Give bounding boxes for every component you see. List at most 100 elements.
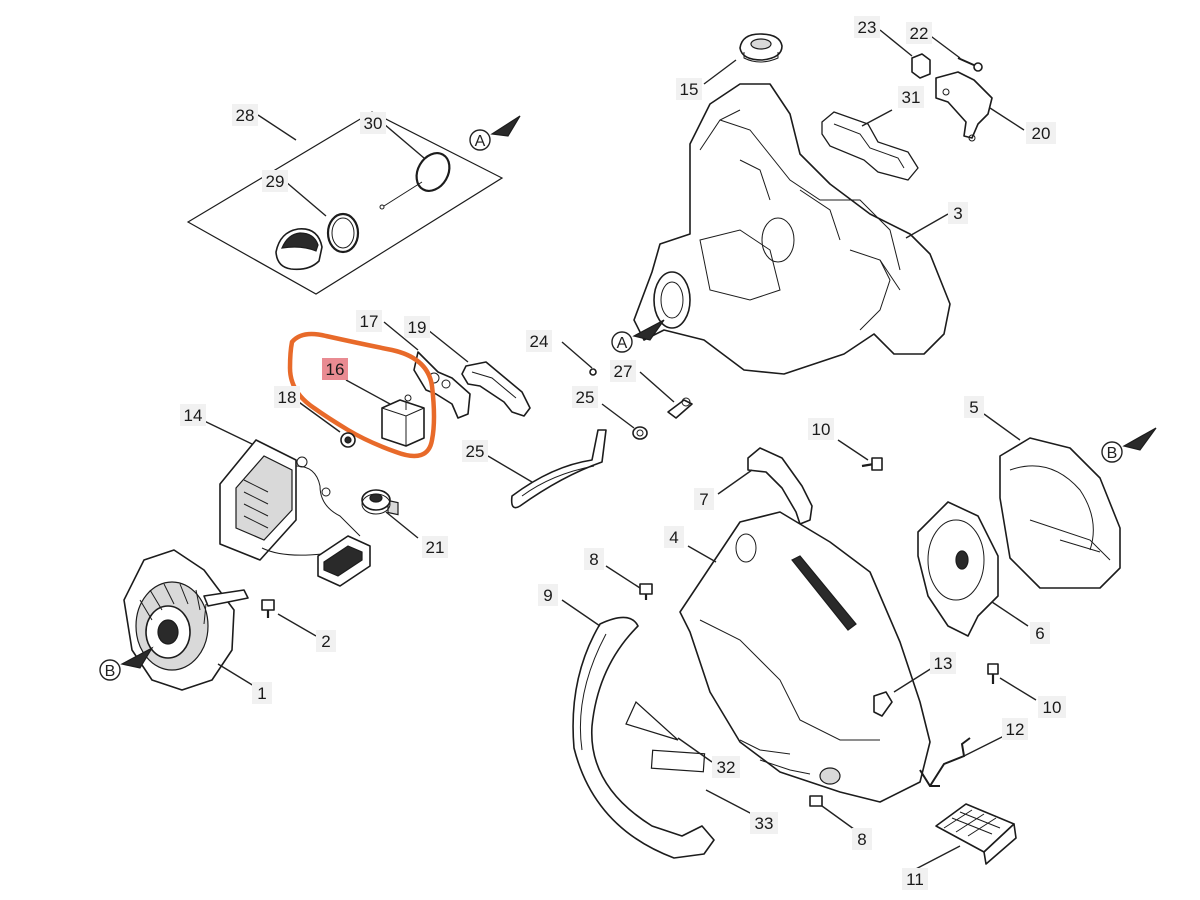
part-15-cap xyxy=(739,33,783,63)
svg-text:8: 8 xyxy=(857,830,866,849)
label-23: 23 xyxy=(854,16,880,38)
part-10-screw-upper xyxy=(861,457,883,471)
part-10-screw-lower xyxy=(987,663,999,684)
label-29: 29 xyxy=(262,170,288,192)
svg-text:33: 33 xyxy=(755,814,774,833)
label-17: 17 xyxy=(356,310,382,332)
label-4: 4 xyxy=(664,526,684,548)
part-33-decal xyxy=(650,749,706,773)
svg-text:16: 16 xyxy=(326,360,345,379)
label-15: 15 xyxy=(676,78,702,100)
svg-text:A: A xyxy=(617,335,628,352)
svg-text:25: 25 xyxy=(576,388,595,407)
label-3: 3 xyxy=(948,202,968,224)
part-24-screw xyxy=(589,368,597,376)
label-30: 30 xyxy=(360,112,386,134)
label-32: 32 xyxy=(712,756,740,778)
part-8-screw-upper xyxy=(639,583,653,600)
label-20: 20 xyxy=(1026,122,1056,144)
svg-text:15: 15 xyxy=(680,80,699,99)
svg-text:24: 24 xyxy=(530,332,549,351)
part-22-screw xyxy=(957,57,983,72)
svg-text:B: B xyxy=(105,663,116,680)
part-32-decal xyxy=(625,701,679,741)
label-31: 31 xyxy=(898,86,924,108)
part-3-main-housing xyxy=(633,83,951,375)
label-33: 33 xyxy=(750,812,778,834)
label-14: 14 xyxy=(180,404,206,426)
part-labels: 28 29 30 15 31 23 22 20 3 17 191819 16 1… xyxy=(180,16,1066,890)
label-18: 1818 xyxy=(274,386,300,408)
label-8-lower: 8 xyxy=(852,828,872,850)
label-9: 9 xyxy=(538,584,558,606)
part-11-filter xyxy=(935,803,1017,865)
kit-box-28 xyxy=(186,111,504,295)
label-21: 21 xyxy=(422,536,448,558)
leader-lines xyxy=(197,29,1037,873)
svg-text:13: 13 xyxy=(934,654,953,673)
part-oil-cap xyxy=(275,228,323,271)
svg-text:11: 11 xyxy=(906,870,924,889)
svg-text:31: 31 xyxy=(902,88,921,107)
svg-text:10: 10 xyxy=(1043,698,1062,717)
label-11: 11 xyxy=(902,868,928,890)
label-12: 12 xyxy=(1002,718,1028,740)
part-21-grommet xyxy=(361,489,391,515)
part-8-screw-lower xyxy=(809,795,823,807)
part-4-body xyxy=(679,511,931,803)
label-2: 2 xyxy=(316,630,336,652)
label-6: 6 xyxy=(1030,622,1050,644)
part-16-switch xyxy=(381,394,425,516)
svg-text:21: 21 xyxy=(426,538,445,557)
label-13: 13 xyxy=(930,652,956,674)
svg-text:5: 5 xyxy=(969,398,978,417)
label-22: 22 xyxy=(906,22,932,44)
part-17-lever xyxy=(413,351,471,419)
part-18-spring xyxy=(340,432,356,448)
part-30-clip xyxy=(379,152,451,210)
part-29-o-ring xyxy=(326,212,360,254)
svg-text:23: 23 xyxy=(858,18,877,37)
svg-text:18: 18 xyxy=(278,388,297,407)
label-5: 5 xyxy=(964,396,984,418)
ref-marker-b-left: B xyxy=(99,646,154,681)
svg-text:25: 25 xyxy=(466,442,485,461)
label-10-lower: 10 xyxy=(1038,696,1066,718)
label-19: 191819 xyxy=(404,316,430,338)
svg-text:3: 3 xyxy=(953,204,962,223)
label-25-lower: 25 xyxy=(462,440,488,462)
svg-text:22: 22 xyxy=(910,24,929,43)
part-13-clip xyxy=(873,691,893,717)
part-7-strap xyxy=(747,447,813,525)
part-23-bushing xyxy=(911,53,931,79)
label-10-upper: 10 xyxy=(808,418,834,440)
svg-text:27: 27 xyxy=(614,362,633,381)
part-6-cover xyxy=(917,501,999,637)
svg-text:14: 14 xyxy=(184,406,203,425)
label-1: 1 xyxy=(252,682,272,704)
svg-text:6: 6 xyxy=(1035,624,1044,643)
ref-marker-a-lower: A xyxy=(611,319,665,353)
part-20-bracket xyxy=(935,71,993,142)
svg-text:B: B xyxy=(1107,445,1118,462)
part-9-hose xyxy=(572,616,715,859)
part-2-screw xyxy=(261,599,275,618)
svg-text:2: 2 xyxy=(321,632,330,651)
part-25-fitting xyxy=(632,426,648,440)
label-8-upper: 8 xyxy=(584,548,604,570)
part-14-controller xyxy=(219,439,371,587)
label-16-highlighted: 16 xyxy=(322,358,348,380)
ref-marker-a-upper: A xyxy=(469,115,521,151)
svg-text:32: 32 xyxy=(717,758,736,777)
part-1-motor xyxy=(123,549,249,691)
svg-text:4: 4 xyxy=(669,528,678,547)
label-28: 28 xyxy=(232,104,258,126)
part-5-cover xyxy=(999,437,1121,589)
svg-text:29: 29 xyxy=(266,172,285,191)
part-31-gasket xyxy=(821,111,919,181)
svg-text:19: 19 xyxy=(408,318,427,337)
svg-text:30: 30 xyxy=(364,114,383,133)
svg-text:8: 8 xyxy=(589,550,598,569)
label-24: 24 xyxy=(526,330,552,352)
